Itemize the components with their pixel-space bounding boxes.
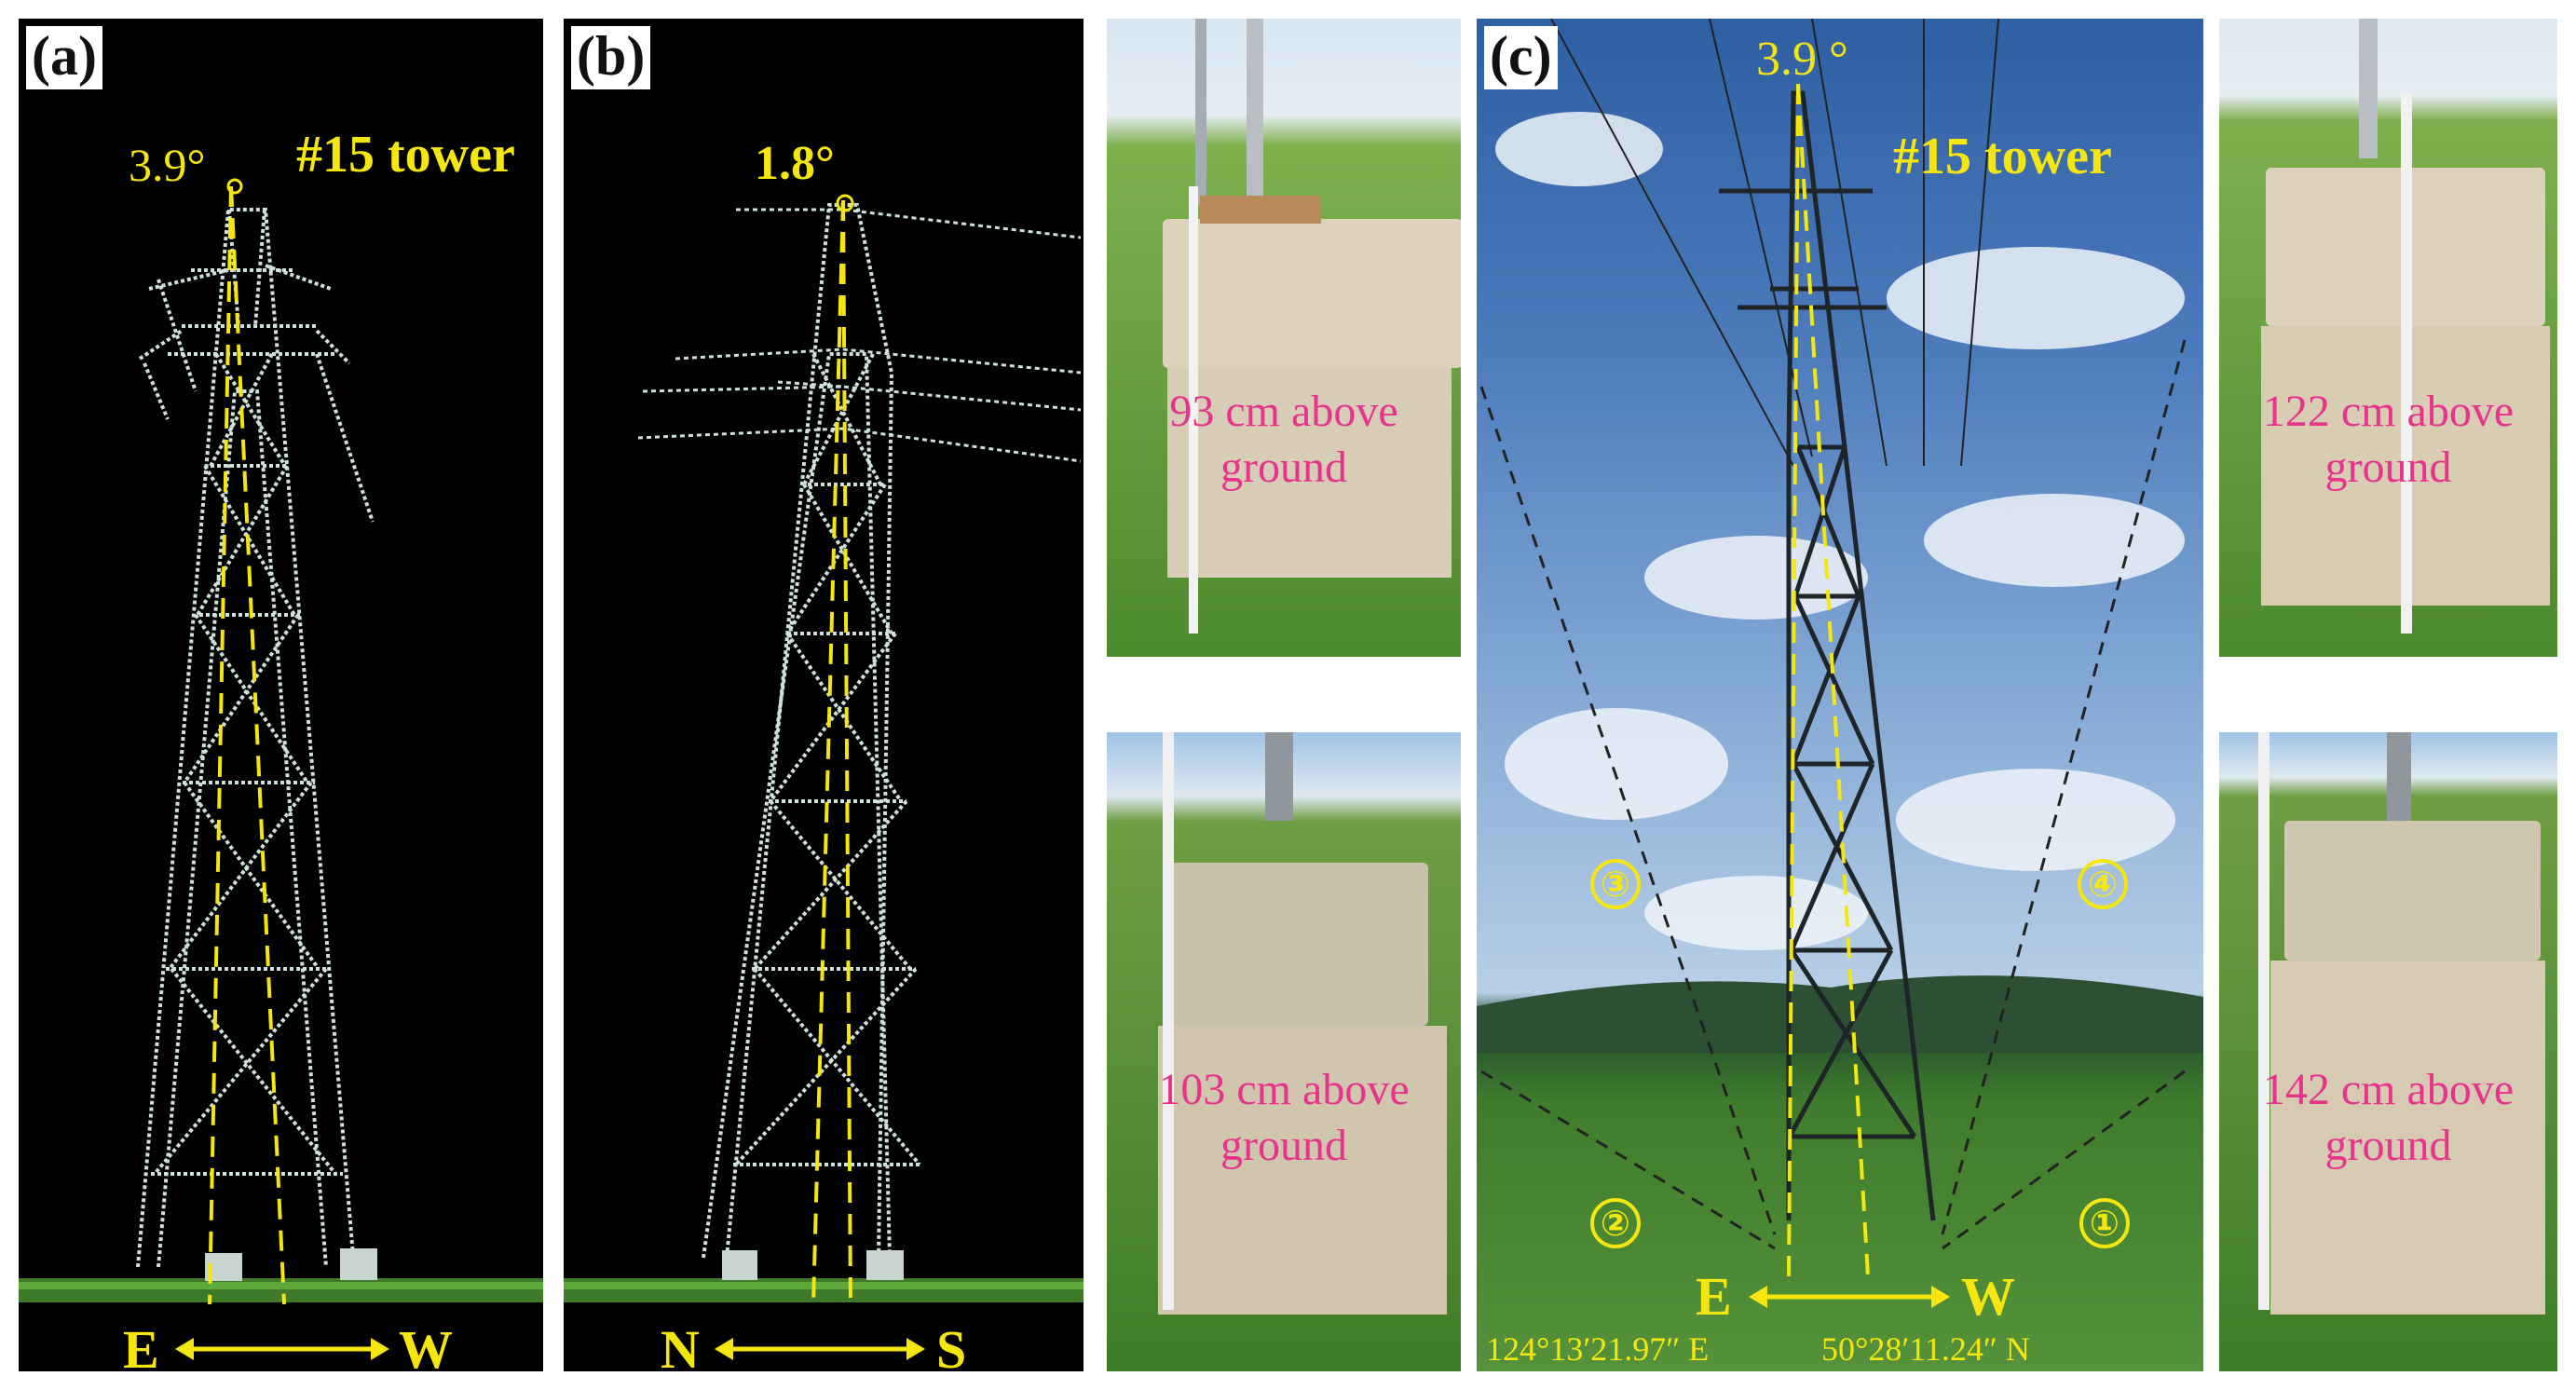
- panel-c-dir-west: W: [1961, 1266, 2015, 1327]
- panel-c-tag: (c): [1484, 26, 1558, 89]
- panel-a-dir-east: E: [123, 1319, 159, 1372]
- photo-footing-1: 142 cm above ground: [2219, 732, 2557, 1371]
- panel-c-latitude: 50°28′11.24″ N: [1821, 1330, 2030, 1368]
- panel-c-title: #15 tower: [1893, 128, 2112, 185]
- concrete-footing-image-4: [2261, 19, 2550, 634]
- panel-c-dir-east: E: [1696, 1266, 1732, 1327]
- pointcloud-tower-ew: [19, 178, 543, 1305]
- photo-footing-3-measure: 93 cm above ground: [1169, 387, 1398, 492]
- concrete-footing-image-1: [2258, 732, 2545, 1315]
- panel-a-direction-arrow: [175, 1338, 389, 1360]
- marker-4: ④: [2078, 859, 2128, 909]
- panel-a-title: #15 tower: [296, 126, 515, 184]
- concrete-footing-image: [1163, 19, 1461, 634]
- photo-footing-4-measure: 122 cm above ground: [2262, 387, 2515, 492]
- panel-b-dir-north: N: [661, 1319, 700, 1372]
- photo-footing-4: 122 cm above ground: [2219, 19, 2557, 657]
- panel-a-dir-west: W: [399, 1319, 453, 1372]
- photo-footing-2-measure: 103 cm above ground: [1158, 1065, 1410, 1170]
- panel-b-tag: (b): [571, 26, 651, 89]
- photo-footing-3: 93 cm above ground: [1107, 19, 1461, 657]
- panel-b-direction-arrow: [715, 1338, 925, 1360]
- panel-b-pointcloud-ns: (b) 1.8° N S: [564, 19, 1084, 1371]
- panel-c-angle: 3.9 °: [1756, 33, 1848, 86]
- pointcloud-tower-ns: [564, 194, 1084, 1305]
- marker-1: ①: [2079, 1198, 2130, 1248]
- photo-footing-2: 103 cm above ground: [1107, 732, 1461, 1371]
- tower-photo-drawing: [1477, 19, 2203, 1308]
- panel-a-tag: (a): [26, 26, 102, 89]
- panel-b-dir-south: S: [936, 1319, 967, 1372]
- panel-c-longitude: 124°13′21.97″ E: [1486, 1330, 1710, 1368]
- panel-b-angle: 1.8°: [755, 137, 835, 190]
- panel-c-photo: (c) 3.9 ° #15 tower ③ ④ ② ① E W 124°13′2…: [1477, 19, 2203, 1371]
- panel-a-angle: 3.9°: [129, 139, 206, 191]
- panel-a-pointcloud-ew: (a) #15 tower 3.9° E W: [19, 19, 543, 1371]
- marker-2: ②: [1590, 1198, 1641, 1248]
- concrete-footing-image-2: [1158, 732, 1447, 1315]
- photo-footing-1-measure: 142 cm above ground: [2262, 1065, 2515, 1170]
- marker-3: ③: [1590, 859, 1641, 909]
